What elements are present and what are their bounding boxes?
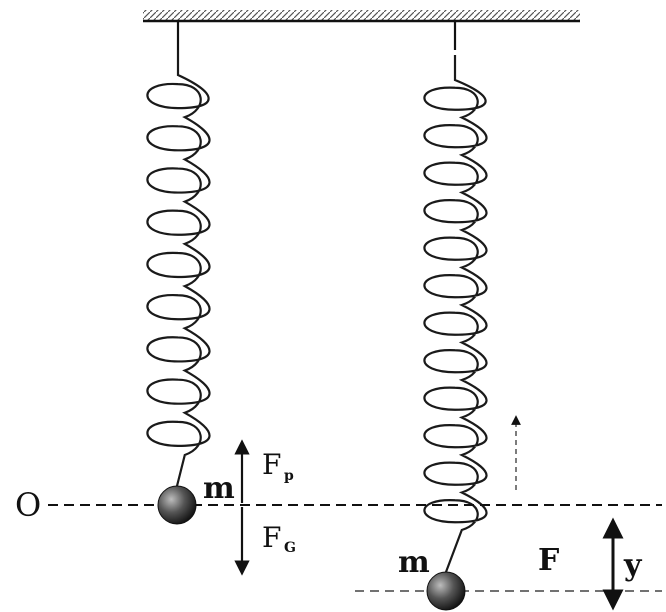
- restoring-force-label: F: [538, 543, 559, 578]
- displacement-label: y: [623, 548, 643, 583]
- left-spring: [146, 21, 211, 487]
- svg-text:p: p: [284, 468, 294, 484]
- svg-text:G: G: [284, 540, 296, 556]
- force-up-label: F p: [262, 448, 294, 484]
- left-mass-label: m: [203, 471, 235, 506]
- left-mass-ball: [157, 485, 197, 525]
- right-mass-label: m: [398, 545, 430, 580]
- svg-text:F: F: [262, 448, 281, 481]
- origin-label: O: [15, 486, 41, 524]
- ceiling: [143, 10, 580, 23]
- svg-text:F: F: [262, 521, 281, 554]
- force-down-label: F G: [262, 521, 296, 556]
- right-mass-ball: [426, 571, 466, 611]
- right-spring: [423, 21, 488, 573]
